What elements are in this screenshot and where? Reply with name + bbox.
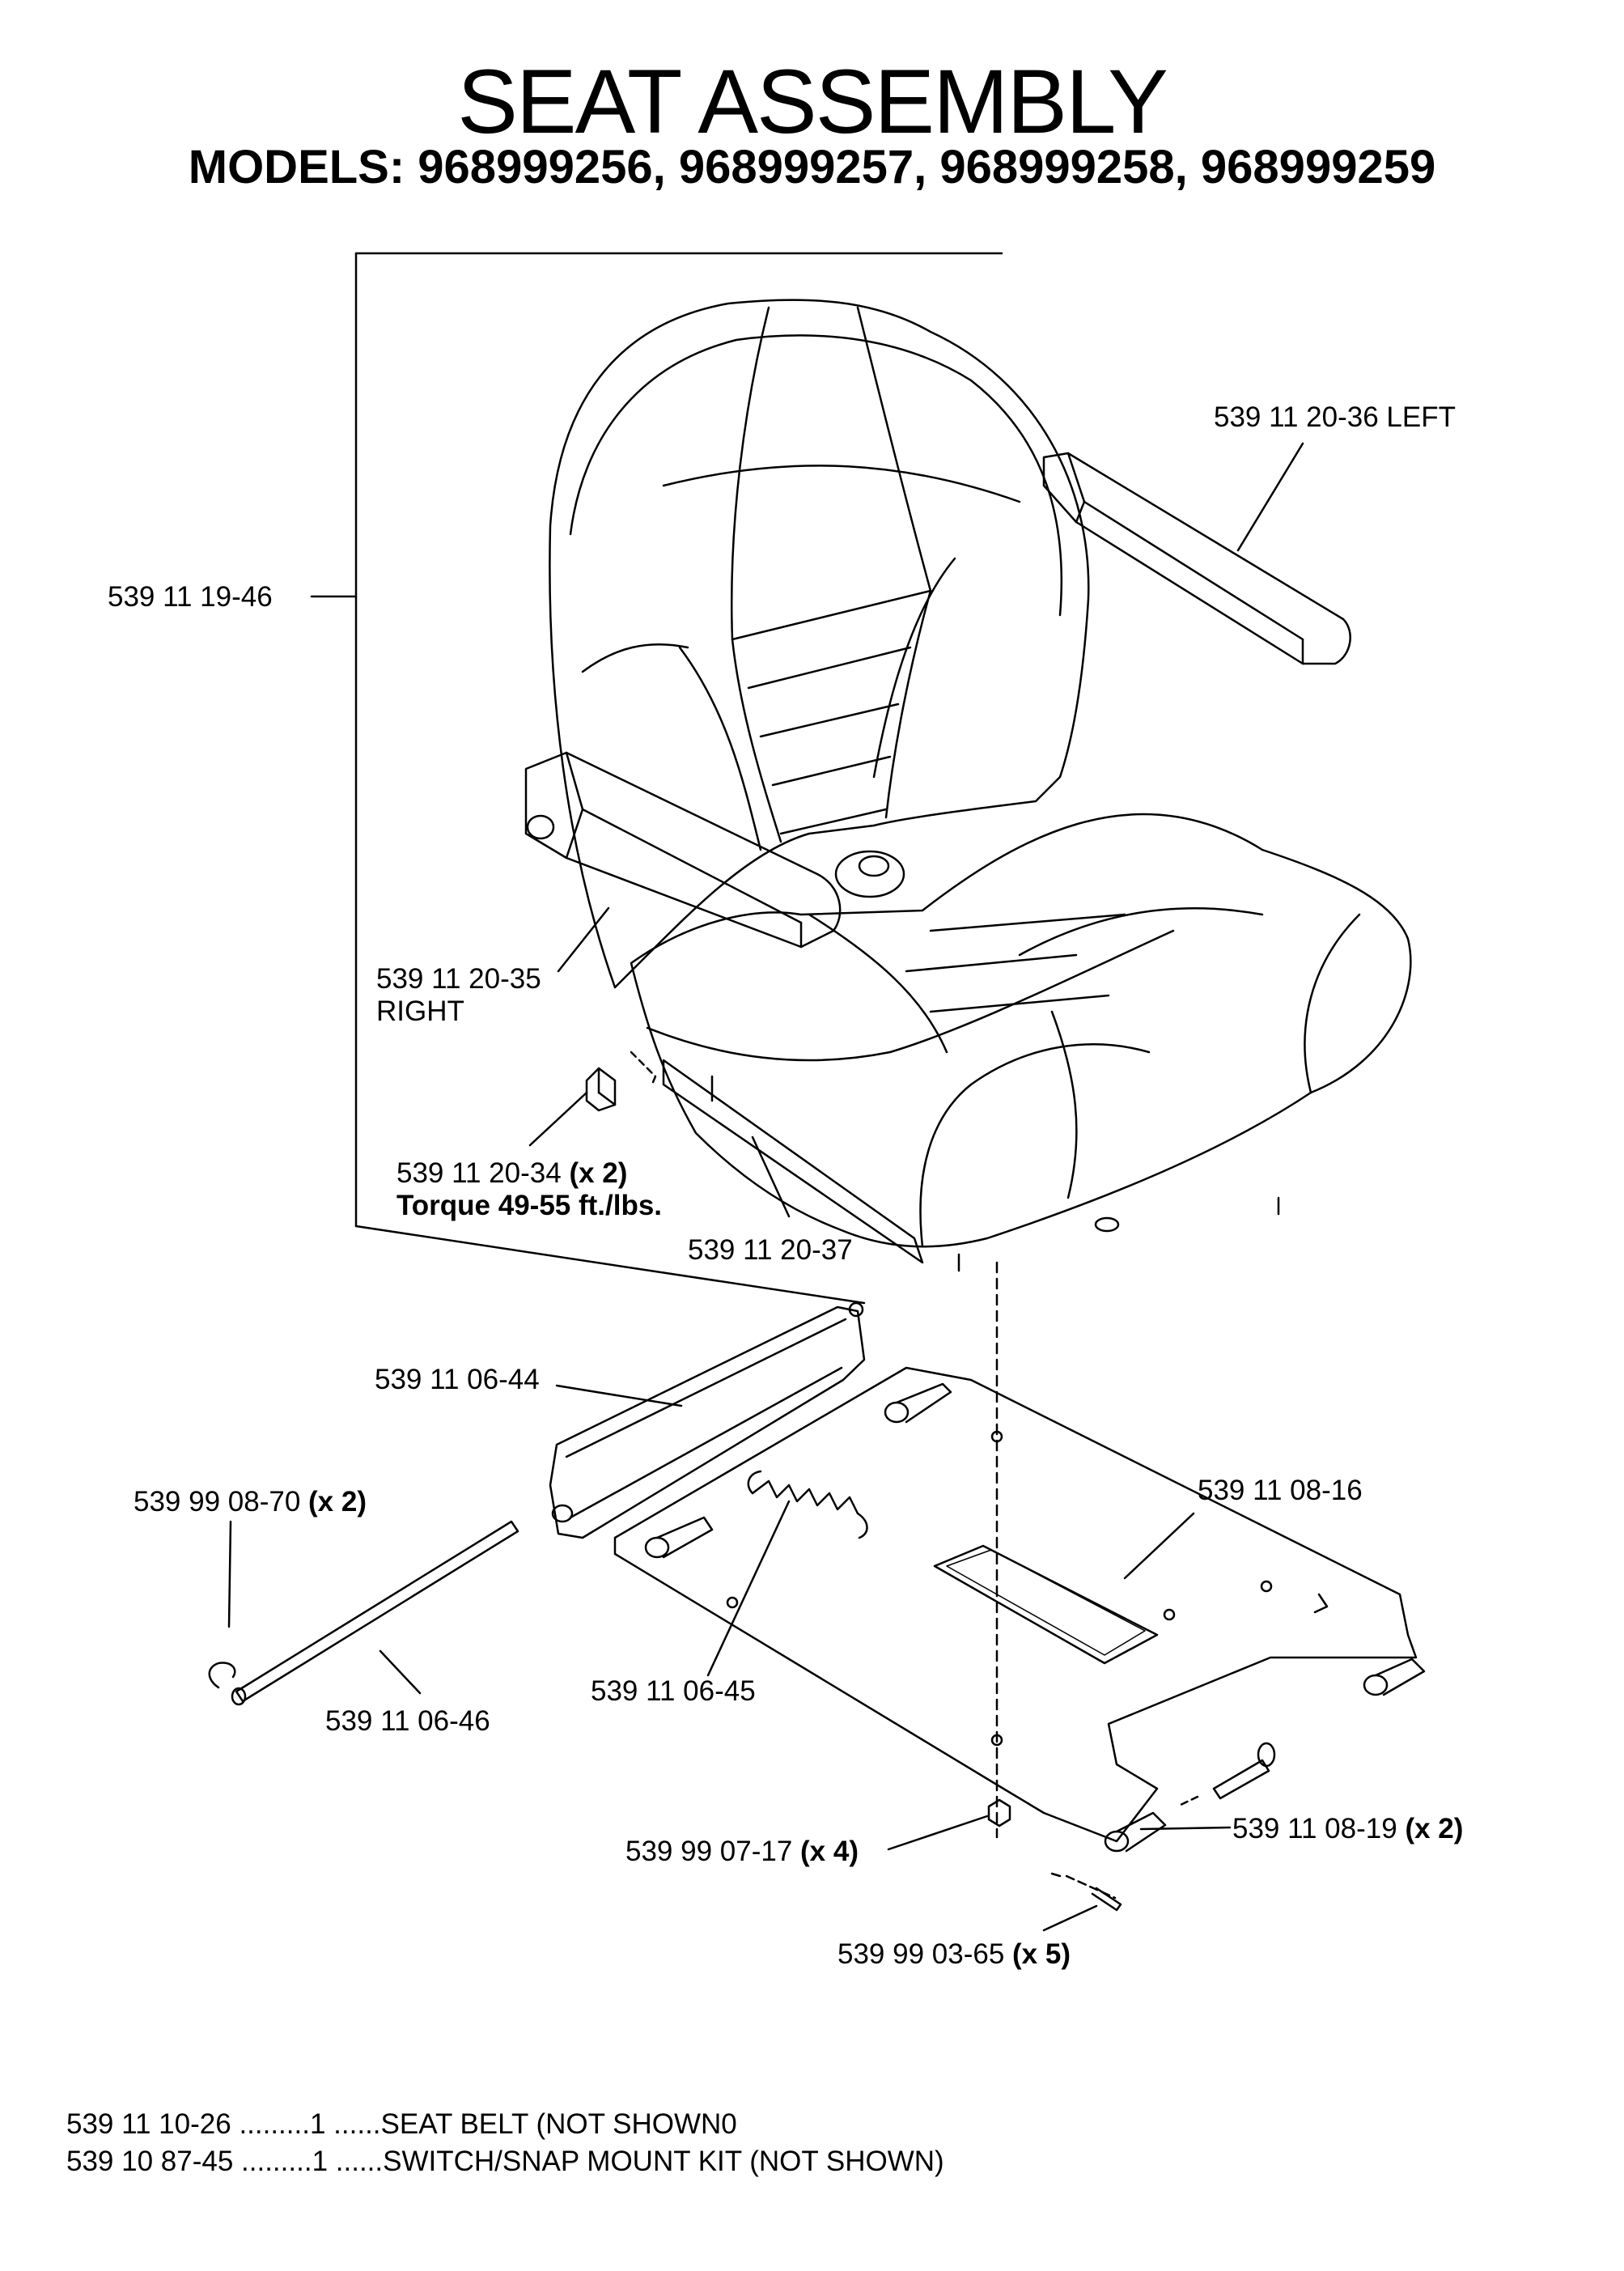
callout-seat-assembly: 539 11 19-46 <box>108 581 273 613</box>
parts-list-qty: 1 <box>312 2146 329 2177</box>
callout-right-armrest-side: RIGHT <box>376 995 464 1028</box>
parts-list-leader: ......... <box>239 2108 310 2140</box>
base-plate <box>613 1366 1418 1843</box>
callout-cotter-pin-part: 539 99 03-65 <box>837 1938 1005 1970</box>
callout-spring: 539 11 06-45 <box>591 1675 756 1707</box>
models-subtitle: MODELS: 968999256, 968999257, 968999258,… <box>188 141 1436 193</box>
hex-nut <box>887 1798 1011 1851</box>
callout-right-armrest: 539 11 20-35 RIGHT <box>376 963 541 1029</box>
parts-list: 539 11 10-26 .........1 ......SEAT BELT … <box>66 2106 944 2180</box>
callout-bracket: 539 11 06-44 <box>375 1364 540 1395</box>
parts-list-part-number: 539 11 10-26 <box>66 2108 231 2140</box>
callout-knob-part: 539 11 20-34 <box>396 1157 562 1189</box>
callout-clip-qty: (x 2) <box>308 1486 367 1518</box>
rollers <box>644 1382 1426 1853</box>
parts-list-leader: ......... <box>241 2146 312 2177</box>
callout-left-armrest: 539 11 20-36 LEFT <box>1214 401 1456 433</box>
spring <box>706 1470 868 1677</box>
callout-cotter-pin-qty: (x 5) <box>1012 1938 1071 1970</box>
callout-plate: 539 11 08-16 <box>1198 1475 1363 1506</box>
callout-knob: 539 11 20-34 (x 2) Torque 49-55 ft./lbs. <box>396 1157 662 1223</box>
parts-list-row: 539 11 10-26 .........1 ......SEAT BELT … <box>66 2106 944 2143</box>
cotter-pin <box>1042 1872 1122 1932</box>
parts-list-leader: ...... <box>335 2146 384 2177</box>
callout-clevis-pin: 539 11 08-19 (x 2) <box>1232 1813 1463 1845</box>
seat-back <box>549 299 1090 989</box>
callout-right-armrest-part: 539 11 20-35 <box>376 963 541 995</box>
retaining-clip <box>208 1520 236 1689</box>
right-armrest <box>524 751 842 949</box>
callout-knob-qty: (x 2) <box>569 1157 628 1189</box>
callout-nut-part: 539 99 07-17 <box>625 1836 793 1867</box>
parts-list-description: SWITCH/SNAP MOUNT KIT (NOT SHOWN) <box>383 2146 944 2177</box>
slide-bracket <box>549 1301 866 1539</box>
callout-clip-part: 539 99 08-70 <box>134 1486 301 1518</box>
knob-nut <box>585 1051 657 1112</box>
left-armrest <box>1042 452 1351 665</box>
parts-list-leader: ...... <box>333 2108 381 2140</box>
clevis-pin <box>1139 1742 1276 1831</box>
page-title: SEAT ASSEMBLY <box>457 51 1168 152</box>
parts-list-part-number: 539 10 87-45 <box>66 2146 234 2177</box>
callout-clevis-pin-part: 539 11 08-19 <box>1232 1813 1397 1844</box>
callout-nut-qty: (x 4) <box>800 1836 859 1867</box>
callout-cotter-pin: 539 99 03-65 (x 5) <box>837 1938 1071 1971</box>
parts-list-row: 539 10 87-45 .........1 ......SWITCH/SNA… <box>66 2143 944 2180</box>
callout-seat-rail: 539 11 20-37 <box>688 1234 853 1266</box>
parts-list-qty: 1 <box>309 2108 326 2140</box>
callout-knob-torque: Torque 49-55 ft./lbs. <box>396 1190 663 1222</box>
callout-nut: 539 99 07-17 (x 4) <box>625 1836 859 1868</box>
rod <box>231 1520 519 1706</box>
callout-clip: 539 99 08-70 (x 2) <box>134 1486 367 1518</box>
assembly-bracket-lines <box>354 252 1003 1305</box>
seat-cushion <box>630 813 1412 1272</box>
callout-clevis-pin-qty: (x 2) <box>1405 1813 1464 1844</box>
callout-rod: 539 11 06-46 <box>325 1705 490 1737</box>
parts-list-description: SEAT BELT (NOT SHOWN0 <box>380 2108 737 2140</box>
